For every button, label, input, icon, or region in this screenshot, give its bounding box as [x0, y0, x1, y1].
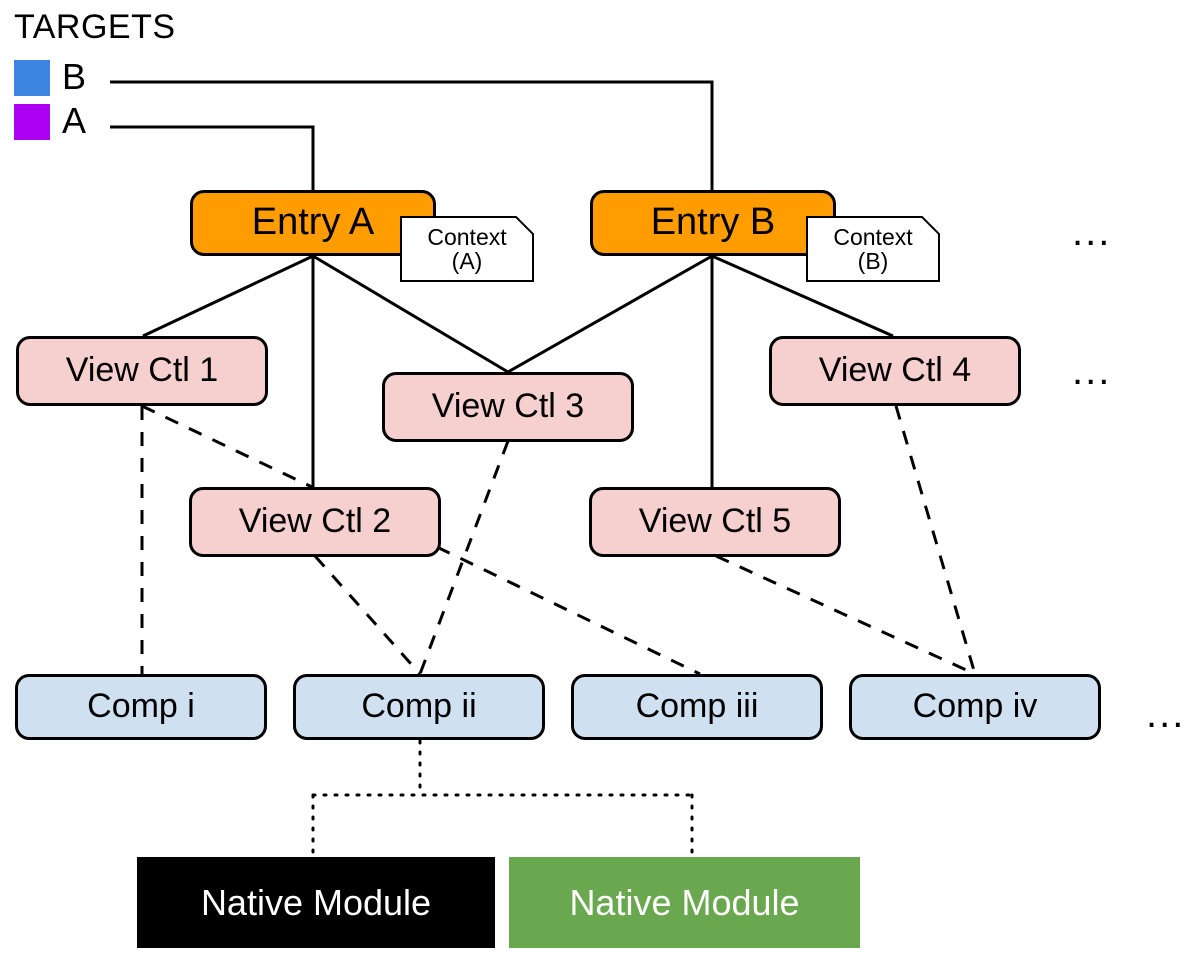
node-native-module-green[interactable]: Native Module [509, 857, 860, 948]
node-view-ctl-5[interactable]: View Ctl 5 [589, 487, 841, 557]
note-context-a-line1: Context [427, 223, 507, 250]
note-context-b: Context (B) [806, 216, 940, 282]
node-view-ctl-3-label: View Ctl 3 [431, 387, 585, 426]
edge-view-ctl-2-to-comp-iii [436, 545, 701, 676]
ellipsis-comp-row: ... [1146, 692, 1186, 736]
node-comp-ii-label: Comp ii [361, 687, 477, 726]
note-context-a-line2: (A) [451, 248, 483, 274]
node-view-ctl-2[interactable]: View Ctl 2 [189, 487, 441, 557]
ellipsis-entry-row: ... [1072, 210, 1112, 254]
node-entry-a-label: Entry A [251, 201, 375, 244]
node-comp-iii-label: Comp iii [635, 687, 759, 726]
node-native-module-green-label: Native Module [569, 881, 800, 923]
node-comp-ii[interactable]: Comp ii [293, 674, 545, 740]
note-context-a-wrap: Context (A) [400, 216, 534, 282]
legend-title: TARGETS [14, 8, 176, 46]
node-view-ctl-2-label: View Ctl 2 [238, 502, 392, 541]
note-context-a: Context (A) [400, 216, 534, 282]
node-comp-iv-label: Comp iv [912, 687, 1038, 726]
node-comp-iv[interactable]: Comp iv [849, 674, 1101, 740]
note-context-b-line1: Context [833, 223, 913, 250]
node-native-module-black-label: Native Module [200, 881, 432, 923]
edge-view-ctl-4-to-comp-iv [894, 405, 977, 675]
note-context-b-line2: (B) [857, 248, 889, 274]
legend-label-a: A [62, 100, 87, 141]
node-view-ctl-4[interactable]: View Ctl 4 [769, 336, 1021, 406]
node-entry-b-label: Entry B [650, 201, 776, 244]
edge-view-ctl-5-to-comp-iv [715, 554, 976, 676]
node-view-ctl-4-label: View Ctl 4 [818, 351, 972, 390]
ellipsis-viewctl-row: ... [1072, 349, 1112, 393]
edge-view-ctl-2-to-comp-ii [313, 555, 422, 675]
note-context-b-wrap: Context (B) [806, 216, 940, 282]
legend-swatch-b [14, 60, 50, 96]
node-native-module-black[interactable]: Native Module [137, 857, 495, 948]
edge-view-ctl-3-to-comp-ii [418, 440, 510, 675]
edge-entry-b-to-view-ctl-3 [507, 254, 713, 374]
edge-target-b-to-entry-b [110, 80, 714, 190]
node-entry-a[interactable]: Entry A [190, 190, 436, 256]
legend-swatch-a [14, 104, 50, 140]
node-comp-iii[interactable]: Comp iii [571, 674, 823, 740]
edge-entry-a-to-view-ctl-1 [142, 254, 314, 338]
node-view-ctl-3[interactable]: View Ctl 3 [382, 372, 634, 442]
edge-view-ctl-1-to-view-ctl-2 [141, 404, 313, 489]
node-comp-i-label: Comp i [87, 687, 195, 726]
node-view-ctl-1[interactable]: View Ctl 1 [16, 336, 268, 406]
edge-target-a-to-entry-a [110, 125, 315, 190]
node-view-ctl-5-label: View Ctl 5 [638, 502, 792, 541]
node-view-ctl-1-label: View Ctl 1 [65, 351, 219, 390]
node-comp-i[interactable]: Comp i [15, 674, 267, 740]
legend-label-b: B [62, 56, 87, 97]
node-entry-b[interactable]: Entry B [590, 190, 836, 256]
